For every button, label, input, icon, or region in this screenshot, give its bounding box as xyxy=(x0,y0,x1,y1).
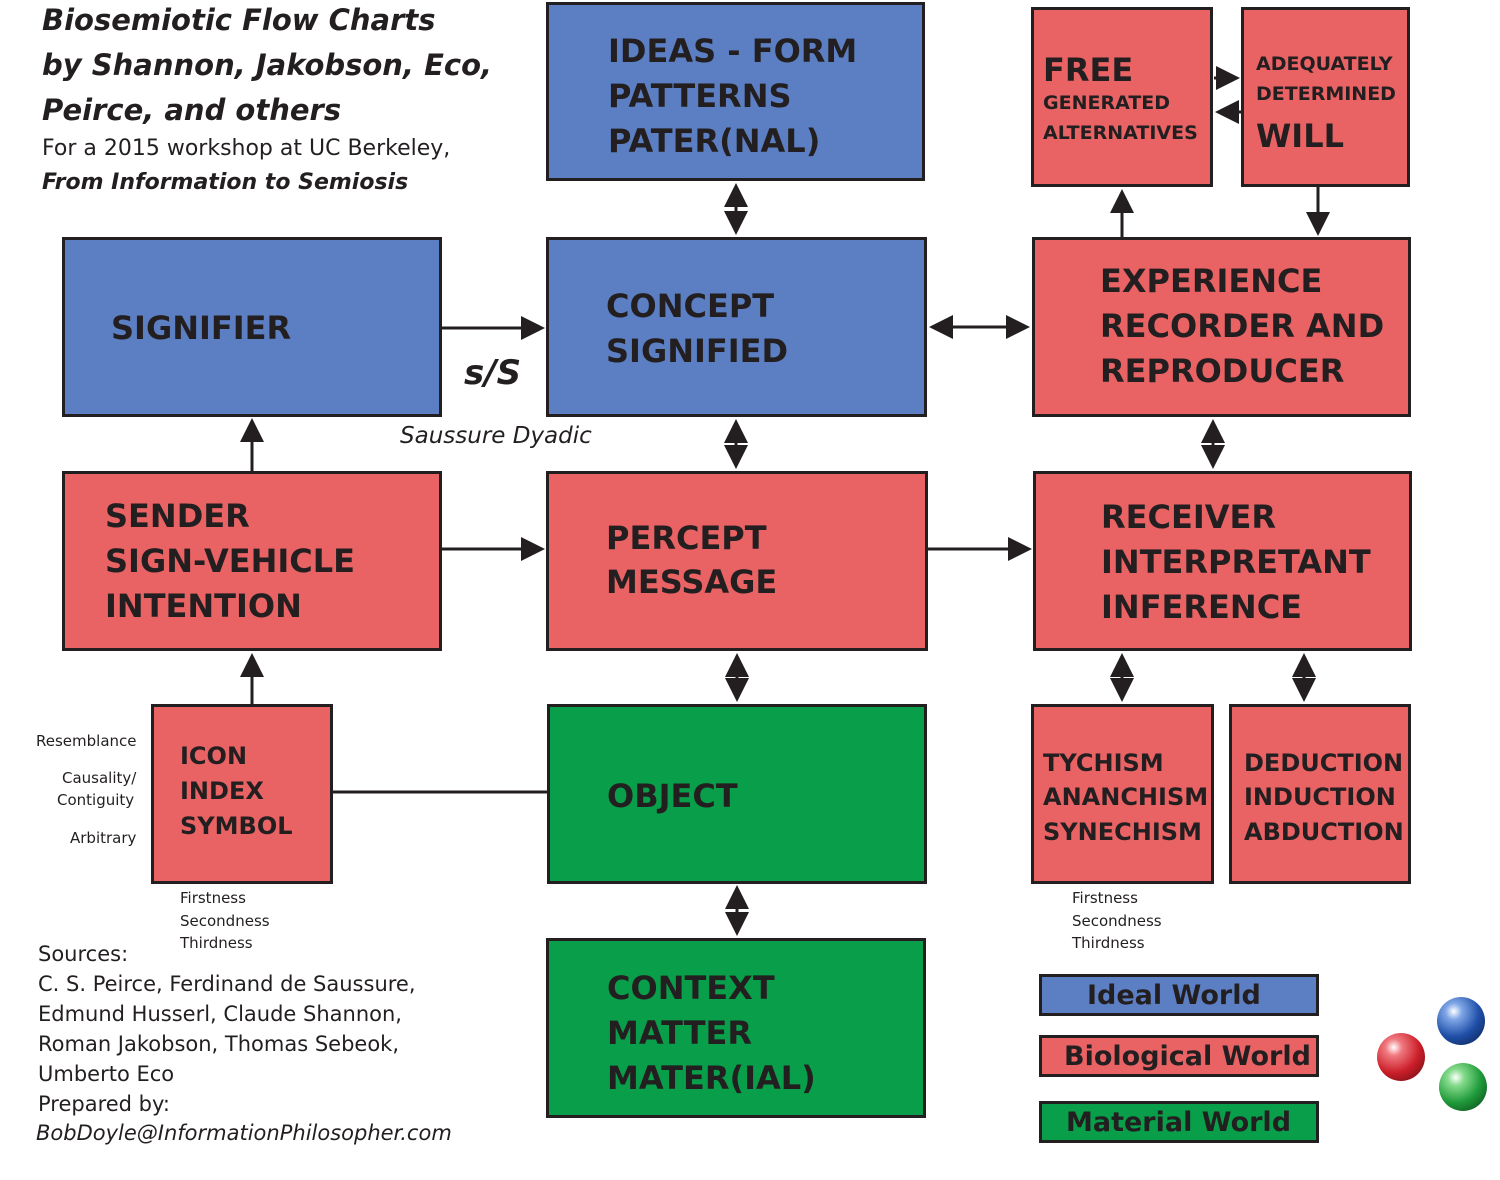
sender-line-2: SIGN-VEHICLE xyxy=(105,542,355,580)
icon-line-1: ICON xyxy=(180,742,248,770)
deduction-line-2: INDUCTION xyxy=(1244,783,1396,811)
experience-line-1: EXPERIENCE xyxy=(1100,262,1323,300)
box-percept-message: PERCEPT MESSAGE xyxy=(546,471,928,651)
experience-line-3: REPRODUCER xyxy=(1100,352,1345,390)
label-resemblance: Resemblance xyxy=(36,732,137,750)
legend-biological-world: Biological World xyxy=(1039,1035,1319,1077)
blue-sphere-icon xyxy=(1437,997,1485,1045)
will-line-2: DETERMINED xyxy=(1256,83,1396,105)
tychism-line-2: ANANCHISM xyxy=(1043,783,1209,811)
title-line-3: Peirce, and others xyxy=(42,93,342,127)
ideas-line-3: PATER(NAL) xyxy=(608,122,821,160)
legend-ideal-label: Ideal World xyxy=(1087,980,1261,1011)
experience-line-2: RECORDER AND xyxy=(1100,307,1385,345)
saussure-dyadic-label: Saussure Dyadic xyxy=(400,423,592,449)
percept-line-2: MESSAGE xyxy=(606,563,778,601)
ideas-line-1: IDEAS - FORM xyxy=(608,32,858,70)
icon-secondness: Secondness xyxy=(180,912,270,930)
box-signifier: SIGNIFIER xyxy=(62,237,442,417)
box-experience: EXPERIENCE RECORDER AND REPRODUCER xyxy=(1032,237,1411,417)
box-receiver: RECEIVER INTERPRETANT INFERENCE xyxy=(1033,471,1412,651)
box-sender: SENDER SIGN-VEHICLE INTENTION xyxy=(62,471,442,651)
legend-biological-label: Biological World xyxy=(1064,1041,1311,1072)
box-determined-will: ADEQUATELY DETERMINED WILL xyxy=(1241,7,1410,187)
deduction-line-3: ABDUCTION xyxy=(1244,818,1404,846)
box-deduction: DEDUCTION INDUCTION ABDUCTION xyxy=(1229,704,1411,884)
receiver-line-2: INTERPRETANT xyxy=(1101,543,1371,581)
green-sphere-icon xyxy=(1439,1063,1487,1111)
sources-line-2: Edmund Husserl, Claude Shannon, xyxy=(38,1002,402,1026)
receiver-line-1: RECEIVER xyxy=(1101,498,1277,536)
sources-line-4: Umberto Eco xyxy=(38,1062,175,1086)
box-object: OBJECT xyxy=(547,704,927,884)
will-line-3: WILL xyxy=(1256,117,1344,155)
free-line-3: ALTERNATIVES xyxy=(1043,122,1198,144)
title-line-1: Biosemiotic Flow Charts xyxy=(42,3,436,37)
sources-heading: Sources: xyxy=(38,942,129,966)
sender-line-1: SENDER xyxy=(105,497,250,535)
legend-ideal-world: Ideal World xyxy=(1039,974,1319,1016)
prepared-by: Prepared by: xyxy=(38,1092,170,1116)
box-concept-signified: CONCEPT SIGNIFIED xyxy=(546,237,927,417)
author-email[interactable]: BobDoyle@InformationPhilosopher.com xyxy=(36,1121,452,1145)
legend-material-label: Material World xyxy=(1066,1107,1292,1138)
icon-thirdness: Thirdness xyxy=(180,934,253,952)
deduction-line-1: DEDUCTION xyxy=(1244,749,1404,777)
receiver-line-3: INFERENCE xyxy=(1101,588,1303,626)
free-line-1: FREE xyxy=(1043,51,1134,89)
context-line-2: MATTER xyxy=(607,1014,753,1052)
s-over-S-label: s/S xyxy=(464,353,522,393)
percept-line-1: PERCEPT xyxy=(606,519,767,557)
box-context: CONTEXT MATTER MATER(IAL) xyxy=(546,938,926,1118)
red-sphere-icon xyxy=(1377,1033,1425,1081)
icon-line-3: SYMBOL xyxy=(180,812,293,840)
box-ideas: IDEAS - FORM PATTERNS PATER(NAL) xyxy=(546,2,925,181)
sender-line-3: INTENTION xyxy=(105,587,302,625)
sources-line-3: Roman Jakobson, Thomas Sebeok, xyxy=(38,1032,400,1056)
ideas-line-2: PATTERNS xyxy=(608,77,792,115)
tychism-firstness: Firstness xyxy=(1072,889,1138,907)
icon-line-2: INDEX xyxy=(180,777,264,805)
tychism-line-1: TYCHISM xyxy=(1043,749,1164,777)
box-free-alternatives: FREE GENERATED ALTERNATIVES xyxy=(1031,7,1213,187)
will-line-1: ADEQUATELY xyxy=(1256,53,1393,75)
signifier-label: SIGNIFIER xyxy=(111,309,292,347)
box-tychism: TYCHISM ANANCHISM SYNECHISM xyxy=(1031,704,1214,884)
tychism-thirdness: Thirdness xyxy=(1072,934,1145,952)
label-arbitrary: Arbitrary xyxy=(70,829,137,847)
label-causality: Causality/ xyxy=(62,769,137,787)
object-label: OBJECT xyxy=(607,777,738,815)
context-line-3: MATER(IAL) xyxy=(607,1059,816,1097)
tychism-line-3: SYNECHISM xyxy=(1043,818,1202,846)
tychism-secondness: Secondness xyxy=(1072,912,1162,930)
icon-firstness: Firstness xyxy=(180,889,246,907)
legend-material-world: Material World xyxy=(1039,1101,1319,1143)
context-line-1: CONTEXT xyxy=(607,969,775,1007)
label-contiguity: Contiguity xyxy=(57,791,135,809)
concept-line-1: CONCEPT xyxy=(606,287,775,325)
free-line-2: GENERATED xyxy=(1043,92,1171,114)
concept-line-2: SIGNIFIED xyxy=(606,332,789,370)
box-icon-index-symbol: ICON INDEX SYMBOL xyxy=(151,704,333,884)
subtitle: For a 2015 workshop at UC Berkeley, xyxy=(42,136,451,161)
title-line-2: by Shannon, Jakobson, Eco, xyxy=(42,48,493,82)
sources-line-1: C. S. Peirce, Ferdinand de Saussure, xyxy=(38,972,416,996)
subtitle-italic: From Information to Semiosis xyxy=(42,170,409,195)
